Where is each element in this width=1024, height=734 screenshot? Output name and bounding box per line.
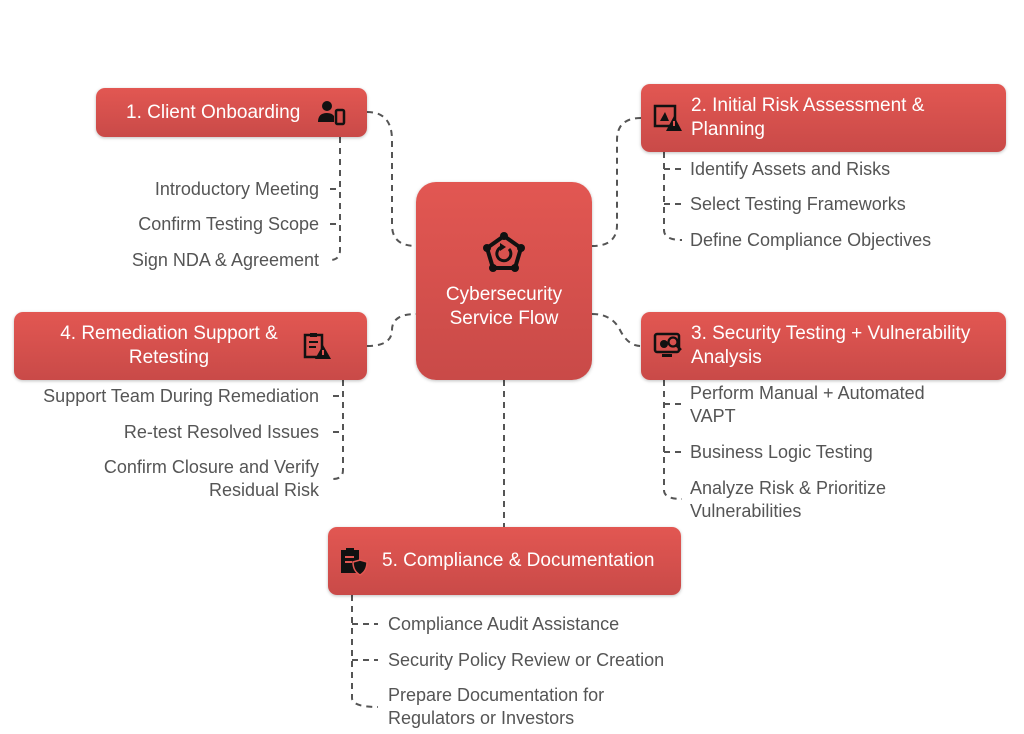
- step-1-item: Introductory Meeting: [154, 179, 319, 199]
- step-2-item: Select Testing Frameworks: [690, 194, 906, 214]
- step-1-box: 1. Client Onboarding: [96, 88, 367, 137]
- image-warning-icon: [653, 104, 682, 131]
- user-device-icon: [318, 100, 346, 125]
- step-3-item: Perform Manual + Automated VAPT: [690, 383, 925, 426]
- step-3-label: 3. Security Testing + Vulnerability Anal…: [691, 323, 971, 368]
- step-5-item: Security Policy Review or Creation: [388, 650, 665, 670]
- step-4-label: 4. Remediation Support & Retesting: [60, 323, 278, 368]
- clipboard-shield-icon: [341, 548, 368, 576]
- step-5-box: 5. Compliance & Documentation: [328, 527, 681, 595]
- tree-step1: [329, 137, 341, 261]
- step-4-item: Confirm Closure and Verify Residual Risk: [103, 457, 319, 500]
- tree-step2: [663, 152, 683, 241]
- connector-center-step3: [591, 313, 642, 347]
- step-3-item: Business Logic Testing: [690, 442, 873, 462]
- center-title-line2: Service Flow: [449, 308, 559, 329]
- step-2-box: 2. Initial Risk Assessment & Planning: [641, 84, 1006, 152]
- step-2-item: Define Compliance Objectives: [690, 230, 932, 250]
- clipboard-warning-icon: [303, 333, 331, 359]
- step-4-box: 4. Remediation Support & Retesting: [14, 312, 367, 380]
- center-title-line1: Cybersecurity: [445, 284, 563, 305]
- network-refresh-icon: [483, 232, 525, 272]
- step-4-item: Re-test Resolved Issues: [123, 422, 319, 442]
- center-node: Cybersecurity Service Flow: [416, 182, 592, 380]
- tree-step4: [332, 380, 344, 480]
- monitor-bug-search-icon: [653, 332, 682, 357]
- step-1-item: Sign NDA & Agreement: [131, 250, 319, 270]
- connector-center-step2: [591, 117, 642, 247]
- step-5-item: Compliance Audit Assistance: [388, 614, 620, 634]
- tree-step3: [663, 380, 683, 500]
- step-3-item: Analyze Risk & Prioritize Vulnerabilitie…: [690, 478, 887, 521]
- step-2-item: Identify Assets and Risks: [690, 159, 891, 179]
- step-2-label: 2. Initial Risk Assessment & Planning: [691, 95, 925, 140]
- step-1-label: 1. Client Onboarding: [126, 101, 301, 123]
- step-5-label: 5. Compliance & Documentation: [382, 550, 655, 571]
- step-3-box: 3. Security Testing + Vulnerability Anal…: [641, 312, 1006, 380]
- tree-step5: [351, 595, 379, 708]
- connector-center-step4: [366, 313, 417, 347]
- step-1-item: Confirm Testing Scope: [138, 214, 319, 234]
- step-5-item: Prepare Documentation for Regulators or …: [388, 685, 605, 728]
- connector-center-step1: [366, 111, 417, 247]
- step-4-item: Support Team During Remediation: [43, 386, 319, 406]
